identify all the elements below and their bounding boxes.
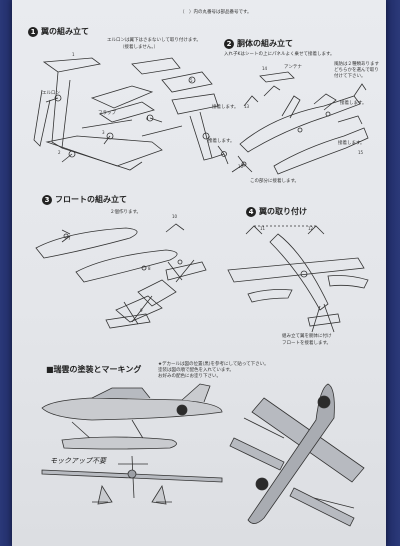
glue-label-1: 接着します。 bbox=[212, 105, 239, 110]
part-number: 11 bbox=[260, 226, 266, 231]
part-number: 1 bbox=[72, 52, 75, 57]
float-assembly-diagram bbox=[35, 223, 207, 329]
section-number: 1 bbox=[28, 26, 38, 37]
part-number: 5 bbox=[190, 78, 193, 83]
part-number: 6 bbox=[208, 136, 211, 141]
fuselage-note: 入れ子Kはシートの上にパネルよく乗せて接着します。 bbox=[224, 52, 335, 57]
glue-label-2: 接着します。 bbox=[208, 139, 235, 144]
aileron-label: エルロン bbox=[42, 91, 60, 96]
part-number: 2 bbox=[58, 150, 61, 155]
section-number: 2 bbox=[224, 38, 234, 49]
canopy-note-2: どちらかを選んで取り bbox=[334, 68, 379, 73]
marking-note-1: ★デカールは図の位置(黒)を参考にして貼って下さい。 bbox=[158, 362, 269, 367]
fuselage-assembly-diagram bbox=[211, 71, 369, 175]
mount-note-2: フロートを接着します。 bbox=[282, 341, 332, 346]
glue-label-4: 接着します。 bbox=[338, 141, 365, 146]
flap-label: フラップ bbox=[98, 111, 116, 116]
part-number: 10 bbox=[172, 214, 178, 219]
part-number: 4 bbox=[146, 116, 149, 121]
part-number: 16 bbox=[238, 164, 244, 169]
canopy-note-3: 付けて下さい。 bbox=[334, 74, 366, 79]
handwritten-note: モックアップ不要 bbox=[50, 457, 106, 465]
marking-note-3: お好みの配色にお塗り下さい。 bbox=[158, 374, 221, 379]
canopy-note-1: 風防は２種類あります bbox=[334, 62, 379, 67]
glue-label-3: 接着します。 bbox=[340, 101, 367, 106]
part-number: 13 bbox=[244, 104, 250, 109]
section-number: 4 bbox=[246, 206, 256, 217]
antenna-label: アンテナ bbox=[284, 65, 302, 70]
side-view-painting-diagram bbox=[41, 383, 223, 505]
part-number: 7 bbox=[68, 236, 71, 241]
wing-assembly-diagram bbox=[33, 57, 219, 171]
wing-note-2: （接着しません。） bbox=[120, 45, 159, 50]
wing-mount-diagram bbox=[227, 225, 369, 333]
part-number: 14 bbox=[262, 66, 268, 71]
part-number: 9 bbox=[140, 308, 143, 313]
wing-note-1: エルロンは翼下はさまないして取り付けます。 bbox=[107, 38, 201, 43]
part-number: 8 bbox=[148, 266, 151, 271]
marking-section-title: ■瑞雲の塗装とマーキング bbox=[46, 365, 142, 374]
part-number: 12 bbox=[308, 226, 314, 231]
part-number: 15 bbox=[358, 150, 364, 155]
part-number: 3 bbox=[102, 130, 105, 135]
top-view-painting-diagram bbox=[229, 383, 365, 527]
marking-note-2: 塗装は図の順で配色を入れています。 bbox=[158, 368, 234, 373]
mount-note-1: 組み立て翼を胴体に付け bbox=[282, 334, 332, 339]
glue-location-note: この部分に接着します。 bbox=[250, 179, 300, 184]
section-number: 3 bbox=[42, 194, 52, 205]
header-note: （ ）内の丸番号は部品番号です。 bbox=[180, 10, 252, 15]
float-note: ２個作ります。 bbox=[110, 210, 142, 215]
